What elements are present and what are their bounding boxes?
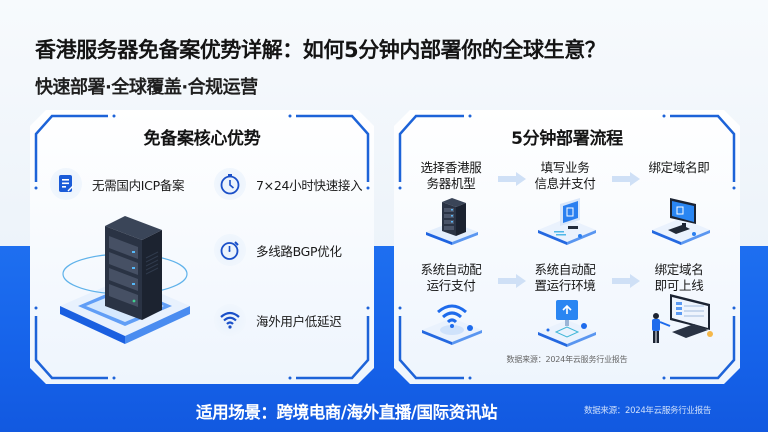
- stopwatch-icon: [214, 234, 246, 266]
- feature-label: 无需国内ICP备案: [92, 177, 185, 193]
- footer-source-note: 数据来源：2024年云服务行业报告: [584, 406, 712, 416]
- config-monitor-illustration: [534, 296, 600, 348]
- computer-illustration: [648, 194, 714, 246]
- advantages-panel: 免备案核心优势 无需国内ICP备案 7×24小时快速接入 多线路BGP优化 海外…: [30, 110, 374, 384]
- wifi-icon: [214, 304, 246, 336]
- user-computer-illustration: [644, 290, 720, 350]
- wifi-router-illustration: [418, 296, 486, 348]
- feature-label: 海外用户低延迟: [256, 313, 342, 329]
- panel-source-note: 数据来源：2024年云服务行业报告: [506, 355, 628, 364]
- payment-terminal-illustration: [534, 194, 600, 246]
- page-title: 香港服务器免备案优势详解：如何5分钟内部署你的全球生意？: [35, 38, 606, 62]
- server-rack-illustration: [50, 208, 200, 358]
- page-subtitle: 快速部署·全球覆盖·合规运营: [35, 77, 258, 98]
- feature-bgp: 多线路BGP优化: [214, 234, 342, 266]
- arrow-right-icon: [612, 274, 640, 288]
- step-4-label: 系统自动配 运行支付: [420, 262, 482, 293]
- step-3-label: 绑定域名即: [648, 160, 710, 175]
- deployment-panel: 5分钟部署流程 选择香港服 务器机型 填写业务 信息并支付 绑定域名即: [394, 110, 740, 384]
- arrow-right-icon: [498, 172, 526, 186]
- feature-label: 多线路BGP优化: [256, 243, 342, 259]
- feature-no-icp: 无需国内ICP备案: [50, 168, 184, 200]
- feature-24-7: 7×24小时快速接入: [214, 168, 362, 200]
- step-6-label: 绑定域名 即可上线: [654, 262, 704, 293]
- deployment-title: 5分钟部署流程: [511, 129, 623, 149]
- server-illustration: [422, 194, 482, 246]
- feature-low-latency: 海外用户低延迟: [214, 304, 341, 336]
- use-case-scenarios: 适用场景：跨境电商/海外直播/国际资讯站: [196, 403, 498, 422]
- advantages-title: 免备案核心优势: [143, 129, 261, 149]
- document-icon: [50, 168, 82, 200]
- clock-icon: [214, 168, 246, 200]
- arrow-right-icon: [612, 172, 640, 186]
- arrow-right-icon: [498, 274, 526, 288]
- step-1-label: 选择香港服 务器机型: [420, 160, 482, 191]
- step-5-label: 系统自动配 置运行环境: [534, 262, 596, 293]
- feature-label: 7×24小时快速接入: [256, 177, 363, 193]
- step-2-label: 填写业务 信息并支付: [534, 160, 596, 191]
